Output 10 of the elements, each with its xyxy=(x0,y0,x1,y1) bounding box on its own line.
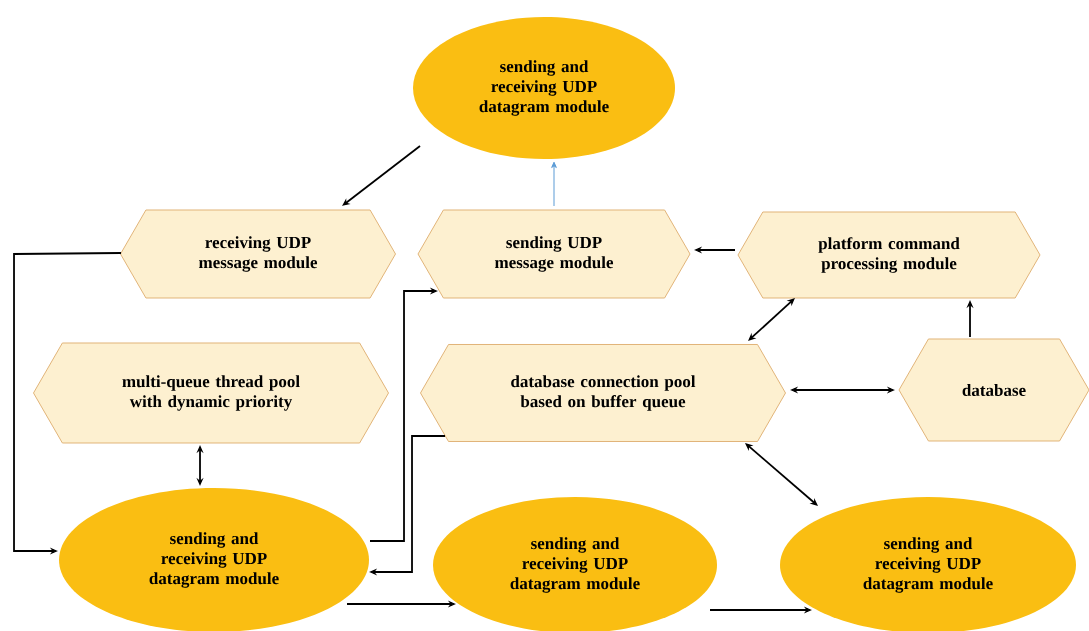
module-hexagon: database connection pool based on buffer queue xyxy=(420,344,786,442)
module-hexagon: database xyxy=(898,338,1089,442)
arrow xyxy=(745,443,818,506)
module-hexagon: receiving UDP message module xyxy=(120,209,396,299)
module-hexagon: sending UDP message module xyxy=(417,209,691,299)
arrow xyxy=(342,145,421,206)
arrow xyxy=(551,161,557,207)
module-hexagon: multi-queue thread pool with dynamic priority xyxy=(33,342,389,444)
module-hexagon: platform command processing module xyxy=(737,211,1041,299)
arrow xyxy=(748,298,795,341)
